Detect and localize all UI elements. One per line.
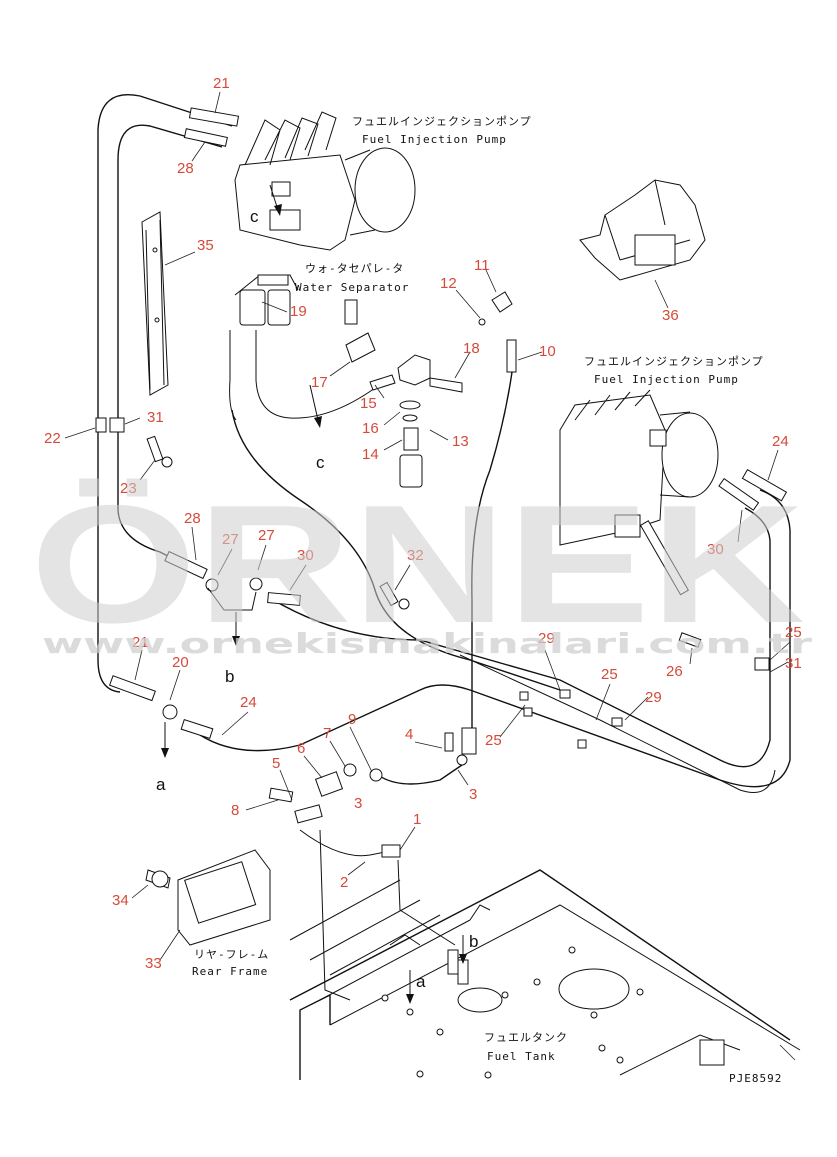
fittings — [95, 107, 788, 858]
callout-36: 36 — [662, 307, 679, 324]
callout-30: 30 — [297, 547, 314, 564]
callout-9: 9 — [348, 711, 356, 728]
callout-8: 8 — [231, 802, 239, 819]
letter-c: c — [250, 207, 259, 226]
callout-31: 31 — [147, 409, 164, 426]
callout-35: 35 — [197, 237, 214, 254]
fuel-injection-pump-top — [234, 111, 416, 251]
callout-7: 7 — [323, 725, 331, 742]
part-labels: フュエルインジェクションポンプ Fuel Injection Pump ウォ-タ… — [192, 115, 782, 1085]
letter-b: b — [225, 667, 234, 686]
callout-5: 5 — [272, 755, 280, 772]
callout-22: 22 — [44, 430, 61, 447]
hose-15 — [255, 330, 376, 419]
callout-32: 32 — [407, 547, 424, 564]
drawing-code: PJE8592 — [729, 1072, 782, 1085]
label-rear-frame-jp: リヤ-フレ-ム — [194, 948, 269, 961]
bracket-36 — [579, 179, 706, 281]
label-pump-right-en: Fuel Injection Pump — [594, 373, 739, 386]
callout-19: 19 — [290, 303, 307, 320]
hose-10 — [471, 371, 513, 740]
flow-letters: a b c c a b — [156, 207, 478, 991]
label-fuel-tank-en: Fuel Tank — [487, 1050, 556, 1063]
callout-23: 23 — [120, 480, 137, 497]
callout-11: 11 — [474, 257, 490, 274]
letter-c: c — [316, 453, 325, 472]
fuel-hoses — [97, 94, 791, 857]
hose-9 — [377, 764, 463, 785]
callout-24: 24 — [772, 433, 789, 450]
callout-26: 26 — [666, 663, 683, 680]
hose-outer-loop — [97, 94, 233, 693]
callout-29: 29 — [645, 689, 662, 706]
callout-17: 17 — [311, 374, 328, 391]
callout-4: 4 — [405, 726, 413, 743]
callout-25: 25 — [785, 624, 802, 641]
callout-28: 28 — [177, 160, 194, 177]
callout-21: 21 — [132, 634, 149, 651]
callout-3: 3 — [469, 786, 477, 803]
hose-sep-left — [229, 330, 237, 421]
letter-b: b — [469, 932, 478, 951]
callout-15: 15 — [360, 395, 377, 412]
callout-12: 12 — [440, 275, 457, 292]
callout-1: 1 — [413, 811, 421, 828]
fuel-tank — [289, 869, 801, 1080]
callout-31: 31 — [785, 655, 802, 672]
hose-2 — [299, 829, 396, 857]
label-rear-frame-en: Rear Frame — [192, 965, 268, 978]
hose-mid-29 — [459, 654, 776, 793]
label-pump-top-jp: フュエルインジェクションポンプ — [352, 115, 532, 128]
callout-25: 25 — [485, 732, 502, 749]
letter-a: a — [416, 972, 426, 991]
callout-34: 34 — [112, 892, 129, 909]
callout-10: 10 — [539, 343, 556, 360]
callout-29: 29 — [538, 630, 555, 647]
letter-a: a — [156, 775, 166, 794]
callout-24: 24 — [240, 694, 257, 711]
callout-3: 3 — [354, 795, 362, 812]
callout-20: 20 — [172, 654, 189, 671]
callout-numbers: 21 28 35 19 12 11 36 18 10 17 15 16 13 1… — [44, 75, 802, 972]
water-separator — [234, 274, 299, 326]
callout-13: 13 — [452, 433, 469, 450]
label-pump-right-jp: フュエルインジェクションポンプ — [584, 355, 764, 368]
hose-sep-to-pump — [231, 409, 561, 691]
bracket-35 — [141, 211, 169, 396]
fuel-filter-assembly — [344, 291, 513, 488]
fuel-injection-pump-right — [559, 389, 719, 546]
callout-18: 18 — [463, 340, 480, 357]
hose-long-30 — [269, 507, 771, 768]
callout-33: 33 — [145, 955, 162, 972]
rear-frame-bracket-33 — [145, 849, 271, 946]
hose-long-24 — [199, 489, 791, 788]
callout-2: 2 — [340, 874, 348, 891]
callout-28: 28 — [184, 510, 201, 527]
hose-inner-loop — [117, 124, 223, 576]
callout-27: 27 — [258, 527, 275, 544]
callout-14: 14 — [362, 446, 379, 463]
label-separator-en: Water Separator — [295, 281, 409, 294]
callout-16: 16 — [362, 420, 379, 437]
callout-21: 21 — [213, 75, 230, 92]
label-fuel-tank-jp: フュエルタンク — [484, 1031, 568, 1044]
callout-27: 27 — [222, 531, 239, 548]
label-pump-top-en: Fuel Injection Pump — [362, 133, 507, 146]
callout-6: 6 — [297, 740, 305, 757]
leader-lines — [64, 91, 796, 1061]
label-separator-jp: ウォ-タセパレ-タ — [305, 262, 404, 275]
callout-25: 25 — [601, 666, 618, 683]
flow-arrows — [161, 184, 467, 1004]
callout-30: 30 — [707, 541, 724, 558]
